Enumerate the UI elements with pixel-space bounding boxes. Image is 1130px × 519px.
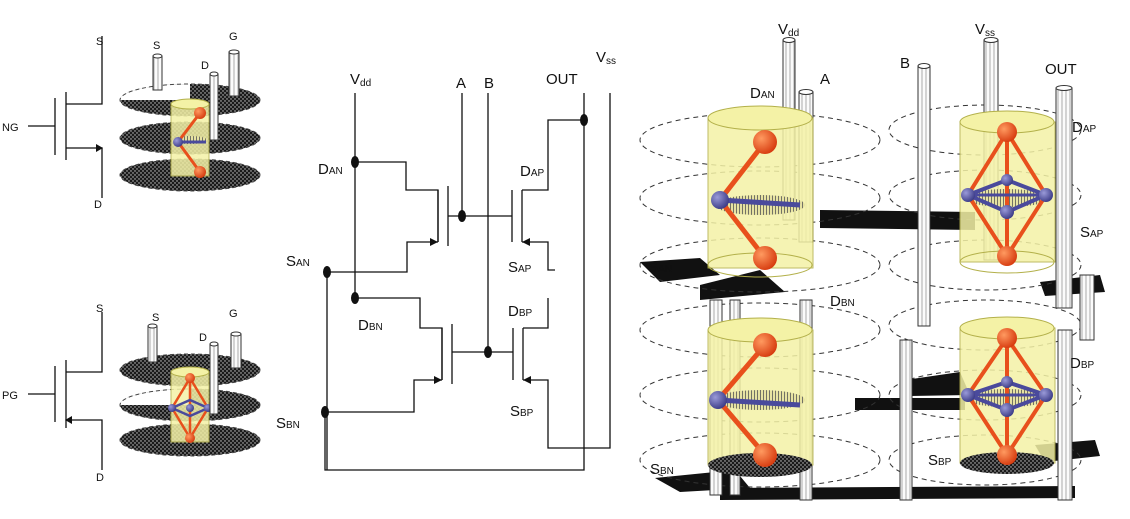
- pmos-source-label: S: [96, 303, 103, 315]
- small-nmos-gate-label: G: [229, 31, 238, 43]
- schematic-input-a-label: A: [456, 75, 466, 92]
- channel-bn: [707, 317, 814, 477]
- small-nmos-source-label: S: [153, 40, 160, 52]
- nmos-drain-label: D: [94, 199, 102, 211]
- schematic-dap-label: DAP: [520, 163, 545, 180]
- schematic-sbp-label: SBP: [510, 403, 534, 420]
- small-pmos-source-label: S: [152, 312, 159, 324]
- pmos-drain-label: D: [96, 472, 104, 484]
- schematic-san-label: SAN: [286, 253, 310, 270]
- small-nmos-drain-label: D: [201, 60, 209, 72]
- stack-sbn-label: SBN: [650, 461, 674, 478]
- schematic-out-label: OUT: [546, 71, 578, 88]
- schematic-sap-label: SAP: [508, 259, 532, 276]
- schematic-dbn-label: DBN: [358, 317, 383, 334]
- schematic: Vdd Vss A B OUT DAN SAN DBN SBN DAP SAP …: [276, 49, 616, 471]
- stack-vdd-label: Vdd: [778, 21, 799, 39]
- stack-3d: Vdd Vss A B OUT DAN SAN DBN SBN DAP SAP …: [639, 21, 1105, 501]
- channel-an: [707, 105, 814, 278]
- nmos-source-label: S: [96, 36, 103, 48]
- stack-out-label: OUT: [1045, 61, 1077, 78]
- stack-sbp-label: SBP: [928, 452, 952, 469]
- schematic-vdd-label: Vdd: [350, 71, 371, 89]
- stack-san-label: SAN: [648, 259, 672, 276]
- schematic-dbp-label: DBP: [508, 303, 533, 320]
- small-device-nmos: S D G: [119, 31, 261, 192]
- pmos-gate-label: PG: [2, 390, 18, 402]
- channel-ap: [959, 110, 1056, 274]
- schematic-input-b-label: B: [484, 75, 494, 92]
- stack-input-a-label: A: [820, 71, 830, 88]
- pmos-symbol: PG S D: [2, 303, 104, 484]
- nmos-gate-label: NG: [2, 122, 19, 134]
- stack-dbn-label: DBN: [830, 293, 855, 310]
- channel-bp: [959, 316, 1056, 474]
- schematic-dan-label: DAN: [318, 161, 343, 178]
- stack-dbp-label: DBP: [1070, 355, 1095, 372]
- small-device-pmos: S D G: [119, 308, 261, 457]
- stack-sap-label: SAP: [1080, 224, 1104, 241]
- stack-input-b-label: B: [900, 55, 910, 72]
- schematic-sbn-label: SBN: [276, 415, 300, 432]
- stack-dap-label: DAP: [1072, 119, 1097, 136]
- stack-vss-label: Vss: [975, 21, 995, 39]
- nmos-symbol: NG S D: [2, 36, 103, 211]
- stack-dan-label: DAN: [750, 85, 775, 102]
- small-pmos-drain-label: D: [199, 332, 207, 344]
- schematic-vss-label: Vss: [596, 49, 616, 67]
- small-pmos-gate-label: G: [229, 308, 238, 320]
